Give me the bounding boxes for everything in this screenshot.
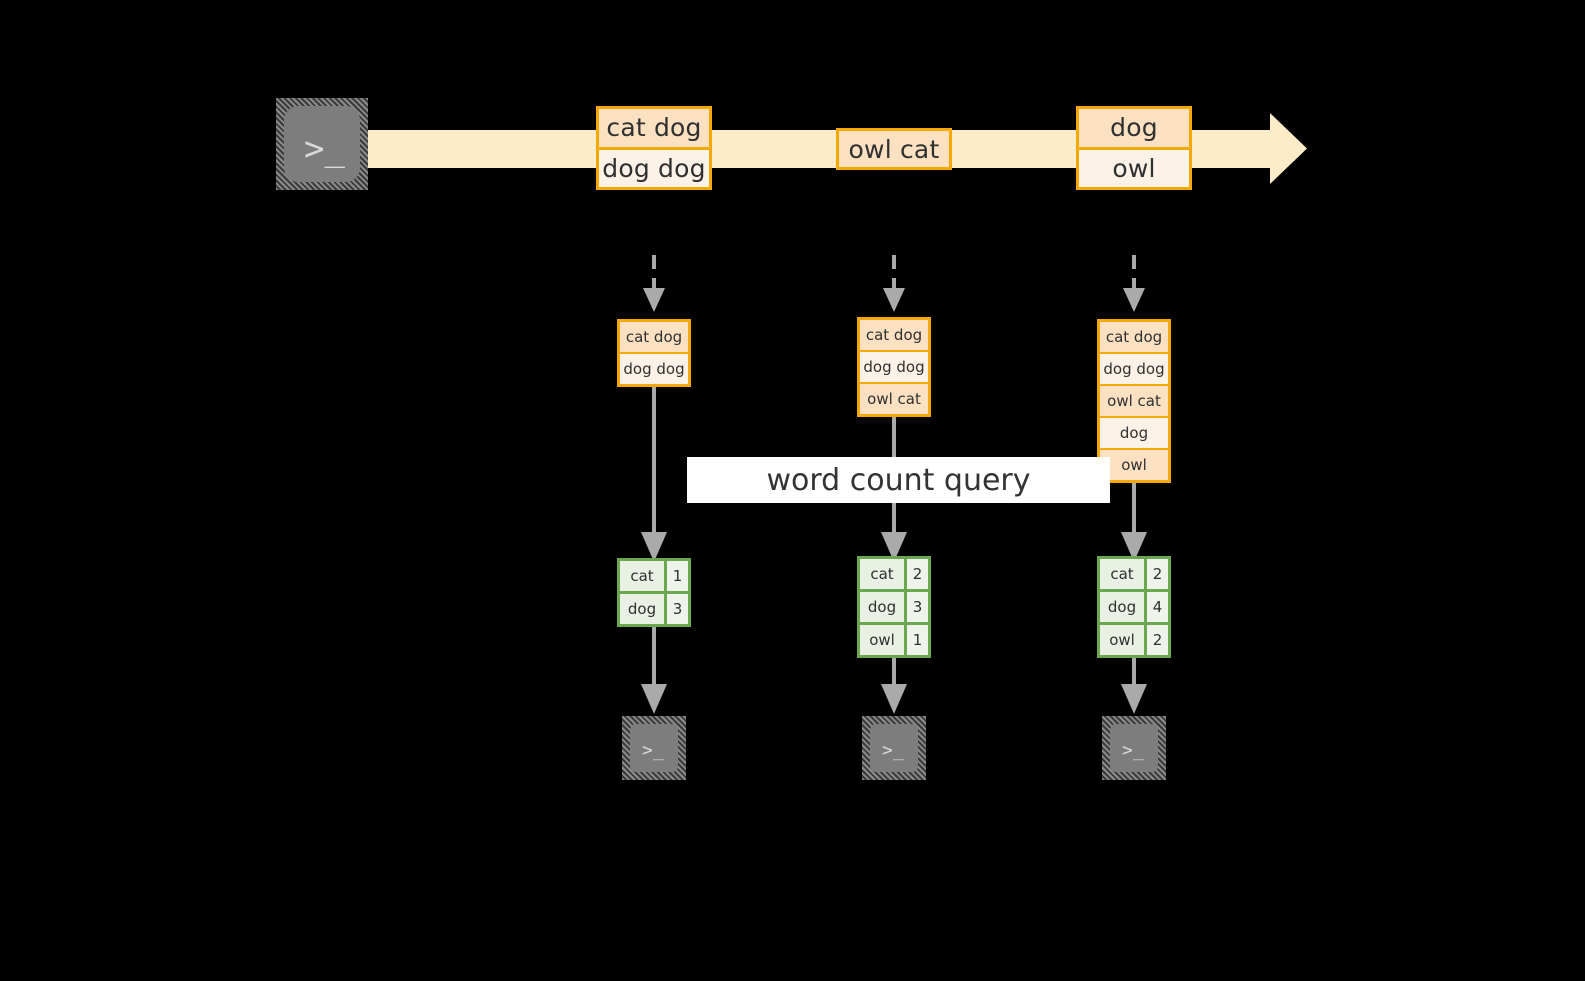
sink-terminal-icon-3: >_ <box>1102 716 1166 780</box>
snapshot-row: dog dog <box>1100 352 1168 384</box>
arrow-down-icon <box>641 384 667 562</box>
stream-event-3: dog owl <box>1076 106 1192 190</box>
sink-terminal-icon-2: >_ <box>862 716 926 780</box>
result-word: dog <box>620 594 664 624</box>
result-word: owl <box>860 625 904 655</box>
table-row: cat 2 <box>860 559 928 589</box>
snapshot-row: cat dog <box>1100 322 1168 352</box>
snapshot-row: owl cat <box>1100 384 1168 416</box>
arrow-down-icon <box>1121 472 1147 562</box>
result-word: dog <box>1100 592 1144 622</box>
snapshot-row: cat dog <box>620 322 688 352</box>
terminal-prompt-glyph: >_ <box>642 740 664 761</box>
terminal-prompt-glyph: >_ <box>304 129 345 169</box>
arrow-down-icon <box>881 650 907 714</box>
result-word: cat <box>1100 559 1144 589</box>
snapshot-row: dog dog <box>620 352 688 384</box>
terminal-prompt-glyph: >_ <box>882 740 904 761</box>
stream-event-line: owl <box>1079 146 1189 187</box>
terminal-body <box>284 106 360 182</box>
snapshot-row: dog <box>1100 416 1168 448</box>
result-count: 3 <box>904 592 928 622</box>
result-count: 4 <box>1144 592 1168 622</box>
arrow-down-icon <box>641 620 667 714</box>
dashed-arrow-down-icon <box>1123 255 1145 312</box>
result-word: dog <box>860 592 904 622</box>
result-count: 1 <box>904 625 928 655</box>
result-count: 2 <box>1144 559 1168 589</box>
result-table-2: cat 2 dog 3 owl 1 <box>857 556 931 658</box>
terminal-prompt-glyph: >_ <box>1122 740 1144 761</box>
result-word: owl <box>1100 625 1144 655</box>
source-terminal-icon: >_ <box>276 98 368 190</box>
result-word: cat <box>620 561 664 591</box>
dashed-arrow-down-icon <box>883 255 905 312</box>
terminal-body <box>870 724 918 772</box>
result-word: cat <box>860 559 904 589</box>
snapshot-table-3: cat dog dog dog owl cat dog owl <box>1097 319 1171 483</box>
result-count: 2 <box>1144 625 1168 655</box>
table-row: owl 2 <box>1100 622 1168 655</box>
stream-event-2: owl cat <box>836 128 952 170</box>
table-row: dog 3 <box>860 589 928 622</box>
table-row: cat 2 <box>1100 559 1168 589</box>
snapshot-table-1: cat dog dog dog <box>617 319 691 387</box>
stream-event-line: owl cat <box>839 131 949 167</box>
stream-event-line: cat dog <box>599 109 709 147</box>
arrow-down-icon <box>1121 650 1147 714</box>
dashed-arrow-down-icon <box>643 255 665 312</box>
stream-event-line: dog dog <box>599 146 709 187</box>
result-table-1: cat 1 dog 3 <box>617 558 691 627</box>
result-count: 3 <box>664 594 688 624</box>
terminal-body <box>1110 724 1158 772</box>
result-count: 1 <box>664 561 688 591</box>
table-row: dog 4 <box>1100 589 1168 622</box>
sink-terminal-icon-1: >_ <box>622 716 686 780</box>
terminal-body <box>630 724 678 772</box>
table-row: dog 3 <box>620 591 688 624</box>
result-count: 2 <box>904 559 928 589</box>
snapshot-row: owl <box>1100 448 1168 480</box>
query-label: word count query <box>687 457 1110 503</box>
snapshot-row: owl cat <box>860 382 928 414</box>
snapshot-table-2: cat dog dog dog owl cat <box>857 317 931 417</box>
table-row: cat 1 <box>620 561 688 591</box>
snapshot-row: dog dog <box>860 350 928 382</box>
result-table-3: cat 2 dog 4 owl 2 <box>1097 556 1171 658</box>
stream-event-1: cat dog dog dog <box>596 106 712 190</box>
table-row: owl 1 <box>860 622 928 655</box>
snapshot-row: cat dog <box>860 320 928 350</box>
stream-event-line: dog <box>1079 109 1189 147</box>
